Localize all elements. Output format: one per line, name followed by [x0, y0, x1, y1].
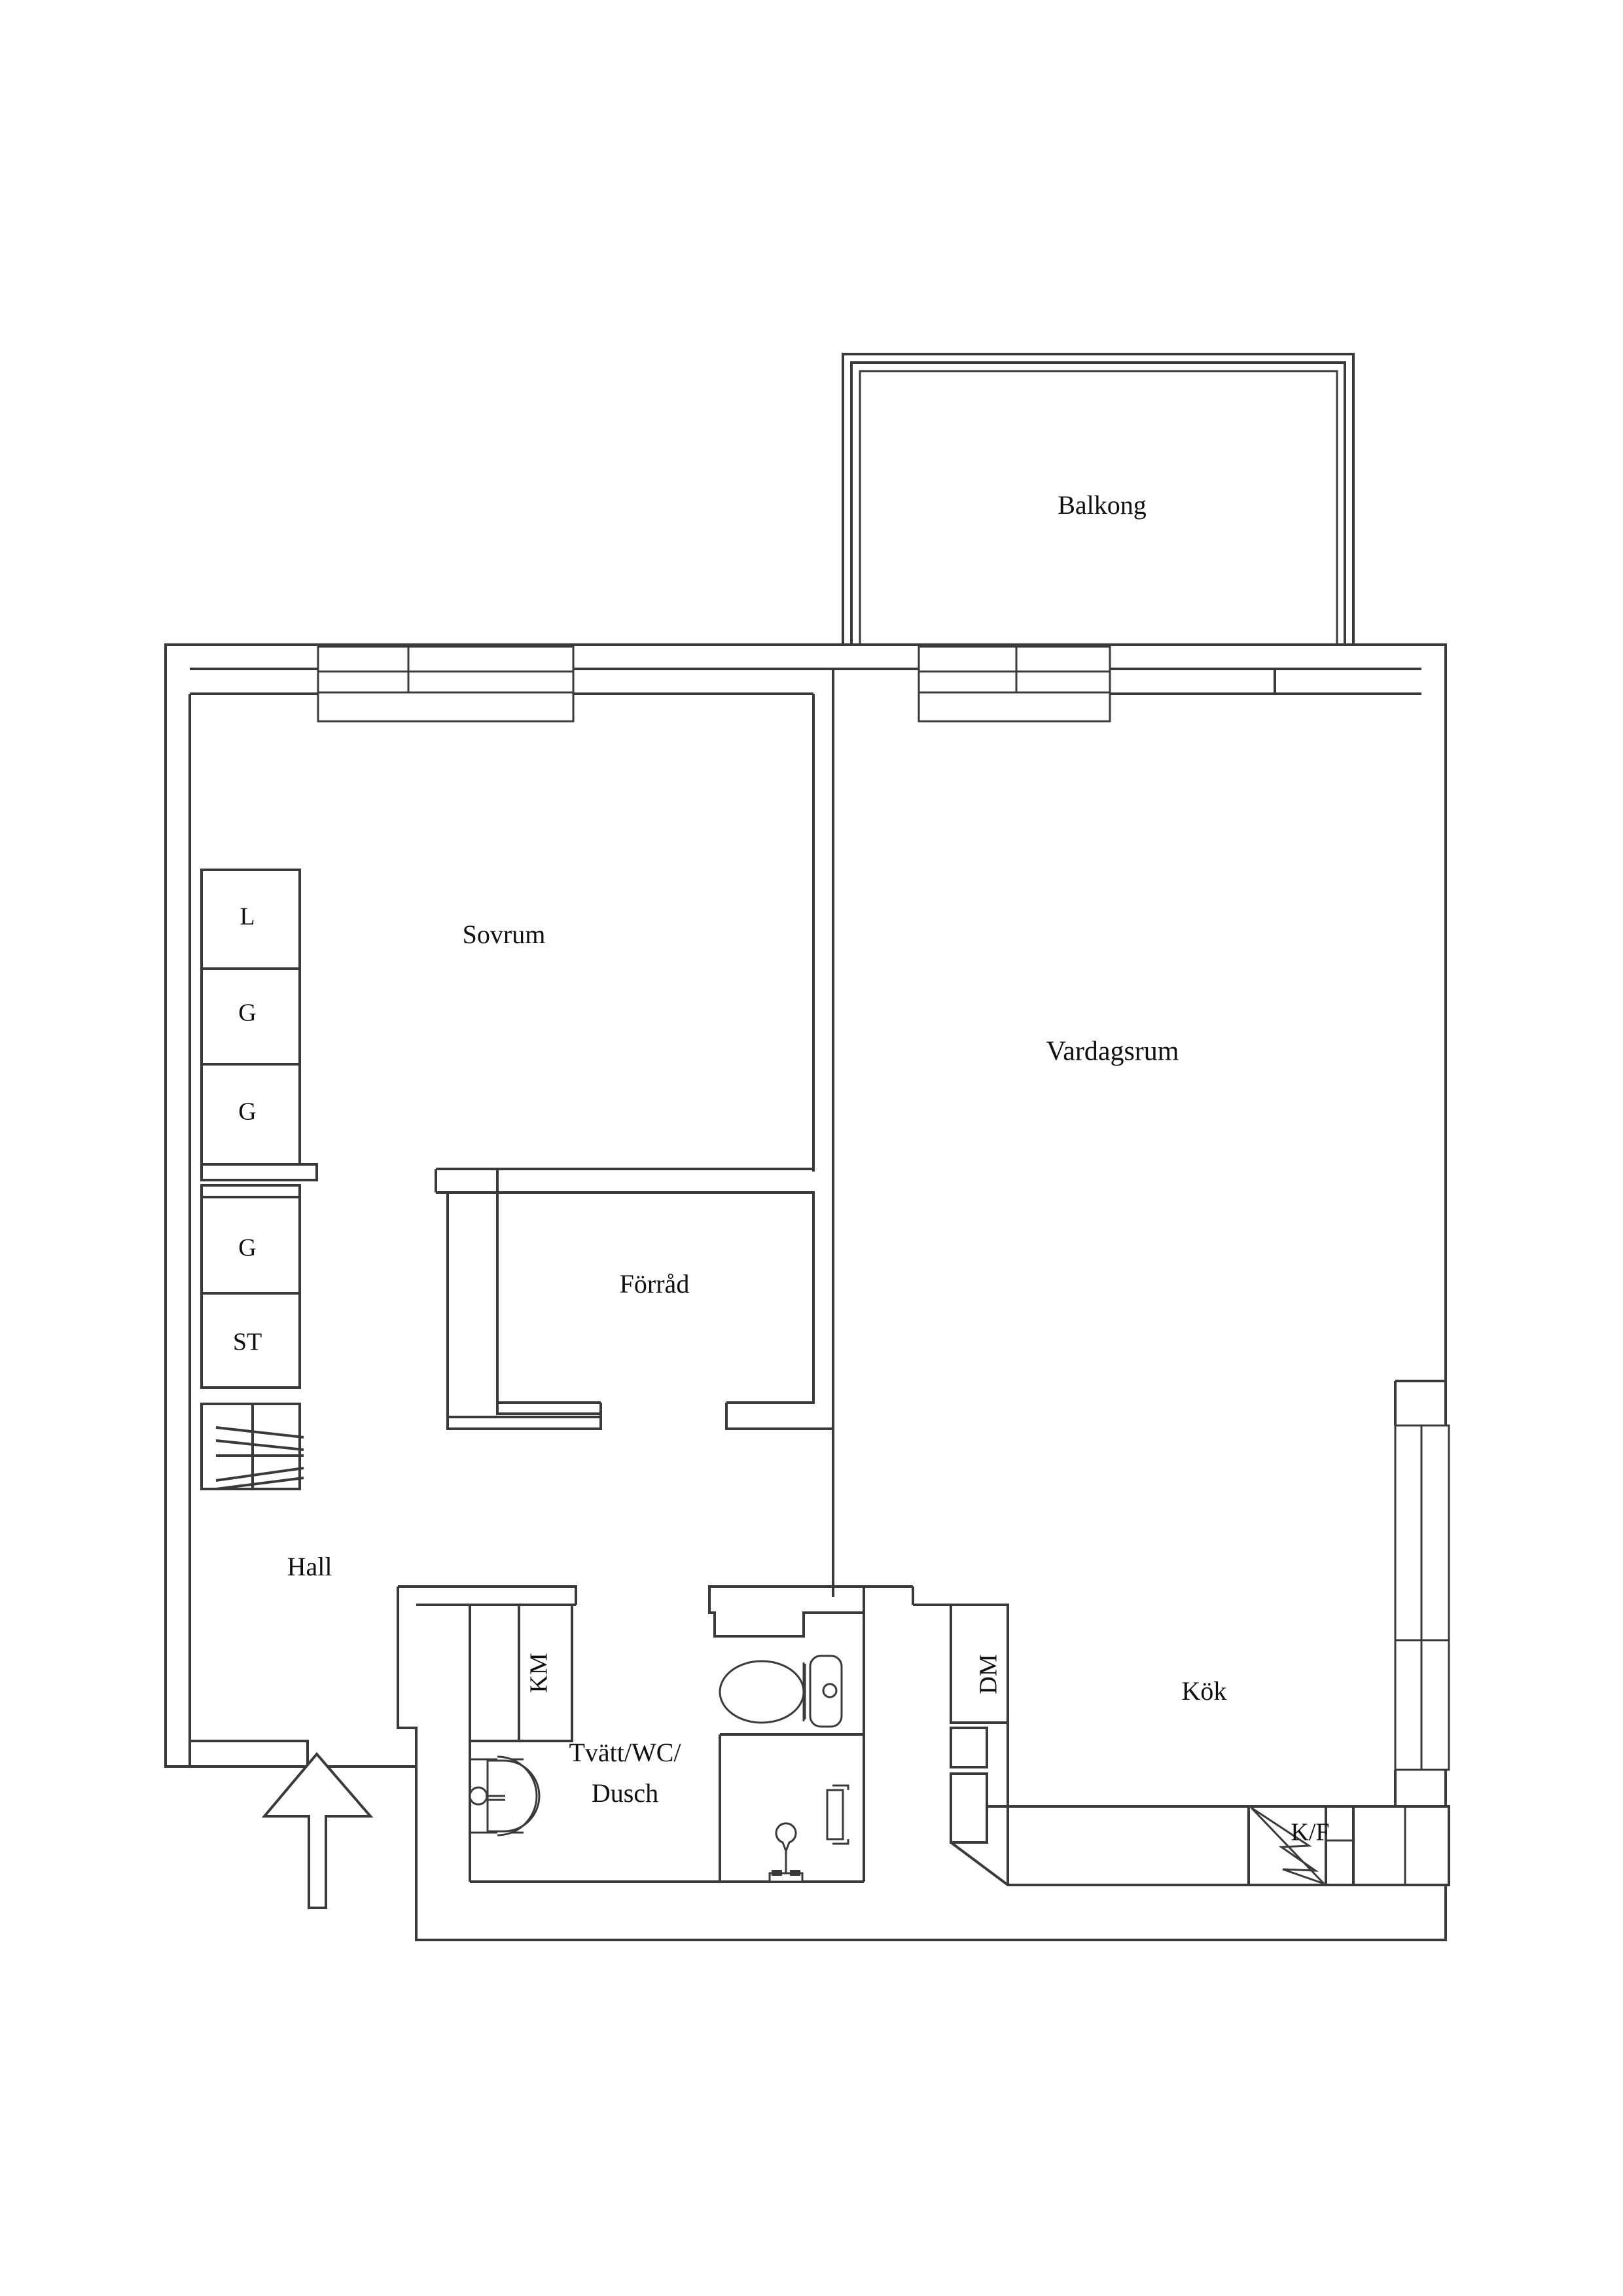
closet-label-l: L	[240, 903, 255, 931]
toilet-fixture	[719, 1655, 843, 1728]
closet-shelf-divider	[200, 1163, 318, 1181]
closet-bank-lower	[200, 1184, 301, 1389]
entrance-arrow	[261, 1751, 374, 1909]
bedroom-walls	[188, 669, 834, 1767]
living-room-notch	[1274, 669, 1421, 695]
room-label-balkong: Balkong	[1058, 490, 1147, 520]
window-bedroom-north	[317, 645, 575, 723]
closet-label-g3: G	[238, 1234, 256, 1262]
room-label-hall: Hall	[287, 1552, 332, 1581]
hall-walls	[166, 1489, 418, 1775]
closet-label-g2: G	[238, 1098, 256, 1126]
room-label-forrad: Förråd	[620, 1269, 690, 1299]
east-wall-stub	[1394, 1380, 1446, 1808]
window-kitchen-east	[1394, 1639, 1450, 1771]
fridge-freezer-kf	[1325, 1805, 1450, 1886]
north-wall-segments	[190, 668, 1421, 695]
stove-cooktop	[1247, 1805, 1327, 1886]
closet-label-g1: G	[238, 999, 256, 1027]
window-living-north	[918, 645, 1111, 723]
storage-room-walls	[436, 1169, 833, 1430]
closet-label-st: ST	[233, 1329, 262, 1356]
window-living-east	[1394, 1424, 1450, 1641]
appliance-label-kf: K/F	[1291, 1819, 1329, 1846]
washbasin-fixture	[469, 1755, 541, 1837]
washing-machine-km	[469, 1604, 573, 1742]
dishwasher-dm	[950, 1604, 1009, 1724]
closet-bank-upper	[200, 869, 301, 1166]
room-label-bathroom-line1: Tvätt/WC/	[569, 1738, 681, 1767]
appliance-label-dm: DM	[975, 1654, 1003, 1694]
room-label-bathroom-line2: Dusch	[592, 1778, 658, 1808]
room-label-kok: Kök	[1182, 1676, 1227, 1706]
room-label-sovrum: Sovrum	[463, 920, 546, 949]
shower-fixture	[719, 1733, 864, 1883]
coat-rack-symbol	[200, 1403, 304, 1490]
room-label-vardagsrum: Vardagsrum	[1046, 1037, 1179, 1067]
appliance-label-km: KM	[526, 1653, 553, 1693]
